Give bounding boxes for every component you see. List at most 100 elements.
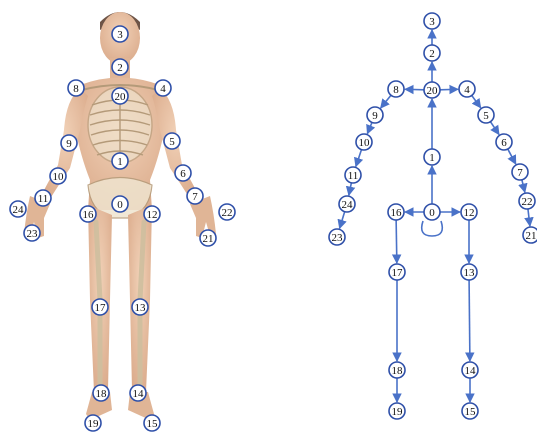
graph-edge-6-7 bbox=[508, 149, 516, 164]
graph-joint-24: 24 bbox=[339, 196, 355, 212]
graph-joint-22: 22 bbox=[519, 193, 535, 209]
body-joint-label-17: 17 bbox=[95, 302, 107, 314]
graph-joint-label-17: 17 bbox=[392, 267, 404, 279]
body-joint-12: 12 bbox=[144, 206, 160, 222]
graph-joint-0: 0 bbox=[424, 204, 440, 220]
body-joint-label-16: 16 bbox=[83, 209, 95, 221]
graph-joint-label-8: 8 bbox=[393, 84, 399, 96]
body-joint-11: 11 bbox=[35, 190, 51, 206]
graph-joint-label-24: 24 bbox=[342, 199, 354, 211]
graph-joint-label-21: 21 bbox=[526, 230, 537, 242]
body-joint-20: 20 bbox=[112, 88, 128, 104]
skeleton-graph-nodes: 0123456789101112131415161718192021222324 bbox=[329, 13, 537, 419]
graph-edge-9-10 bbox=[367, 122, 372, 133]
graph-edge-11-24 bbox=[349, 183, 352, 195]
body-joint-label-5: 5 bbox=[169, 136, 175, 148]
body-joint-label-13: 13 bbox=[135, 302, 147, 314]
graph-joint-12: 12 bbox=[461, 204, 477, 220]
graph-joint-label-20: 20 bbox=[427, 85, 439, 97]
graph-edge-16-17 bbox=[396, 220, 397, 263]
graph-joint-label-12: 12 bbox=[464, 207, 475, 219]
graph-edge-24-23 bbox=[340, 212, 345, 229]
graph-joint-10: 10 bbox=[356, 134, 372, 150]
body-joint-9: 9 bbox=[61, 135, 77, 151]
graph-joint-label-9: 9 bbox=[372, 110, 378, 122]
graph-joint-23: 23 bbox=[329, 229, 345, 245]
body-joint-label-6: 6 bbox=[180, 168, 186, 180]
body-joint-label-10: 10 bbox=[53, 171, 65, 183]
body-joint-label-15: 15 bbox=[147, 418, 159, 430]
graph-joint-3: 3 bbox=[424, 13, 440, 29]
body-joint-24: 24 bbox=[10, 201, 26, 217]
graph-joint-14: 14 bbox=[462, 362, 478, 378]
graph-joint-label-23: 23 bbox=[332, 232, 344, 244]
body-joint-label-4: 4 bbox=[160, 83, 166, 95]
body-joint-2: 2 bbox=[112, 59, 128, 75]
body-joint-label-19: 19 bbox=[88, 418, 100, 430]
graph-joint-label-0: 0 bbox=[429, 207, 435, 219]
graph-joint-15: 15 bbox=[462, 403, 478, 419]
graph-joint-label-3: 3 bbox=[429, 16, 435, 28]
body-joint-22: 22 bbox=[219, 204, 235, 220]
body-joint-23: 23 bbox=[24, 225, 40, 241]
body-joint-label-2: 2 bbox=[117, 62, 123, 74]
body-joint-6: 6 bbox=[175, 165, 191, 181]
graph-joint-19: 19 bbox=[389, 403, 405, 419]
graph-joint-7: 7 bbox=[512, 164, 528, 180]
body-joint-label-23: 23 bbox=[27, 228, 39, 240]
graph-joint-1: 1 bbox=[424, 149, 440, 165]
body-joint-label-1: 1 bbox=[117, 156, 123, 168]
self-loop-edge-0 bbox=[422, 221, 443, 236]
body-joint-label-12: 12 bbox=[147, 209, 158, 221]
graph-joint-6: 6 bbox=[496, 134, 512, 150]
graph-edge-5-6 bbox=[490, 122, 499, 135]
body-joint-label-21: 21 bbox=[203, 233, 214, 245]
body-joint-3: 3 bbox=[112, 26, 128, 42]
graph-joint-label-22: 22 bbox=[522, 196, 533, 208]
body-joint-10: 10 bbox=[50, 168, 66, 184]
graph-joint-label-4: 4 bbox=[464, 84, 470, 96]
body-joint-13: 13 bbox=[132, 299, 148, 315]
graph-edge-7-22 bbox=[522, 180, 525, 192]
graph-joint-9: 9 bbox=[367, 107, 383, 123]
body-joint-8: 8 bbox=[68, 80, 84, 96]
graph-joint-21: 21 bbox=[523, 227, 537, 243]
body-joint-18: 18 bbox=[93, 385, 109, 401]
graph-joint-label-13: 13 bbox=[464, 267, 476, 279]
body-joint-14: 14 bbox=[130, 385, 146, 401]
body-joint-label-22: 22 bbox=[222, 207, 233, 219]
graph-joint-label-10: 10 bbox=[359, 137, 371, 149]
body-joint-0: 0 bbox=[112, 196, 128, 212]
body-joint-19: 19 bbox=[85, 415, 101, 431]
graph-joint-label-14: 14 bbox=[465, 365, 477, 377]
graph-joint-label-19: 19 bbox=[392, 406, 404, 418]
graph-edge-13-14 bbox=[469, 280, 470, 361]
body-joint-15: 15 bbox=[144, 415, 160, 431]
graph-edge-20-8 bbox=[405, 89, 424, 90]
body-joint-17: 17 bbox=[92, 299, 108, 315]
body-joint-label-8: 8 bbox=[73, 83, 79, 95]
graph-edge-10-11 bbox=[356, 150, 362, 167]
graph-joint-13: 13 bbox=[461, 264, 477, 280]
body-joint-4: 4 bbox=[155, 80, 171, 96]
graph-edge-20-4 bbox=[440, 89, 458, 90]
graph-joint-label-1: 1 bbox=[429, 152, 435, 164]
graph-joint-4: 4 bbox=[459, 81, 475, 97]
body-joint-label-3: 3 bbox=[117, 29, 123, 41]
body-joint-label-20: 20 bbox=[115, 91, 127, 103]
body-joint-7: 7 bbox=[187, 188, 203, 204]
graph-joint-11: 11 bbox=[345, 167, 361, 183]
graph-edge-22-21 bbox=[528, 209, 530, 226]
graph-edge-8-9 bbox=[381, 95, 391, 108]
graph-joint-5: 5 bbox=[478, 107, 494, 123]
body-joint-label-24: 24 bbox=[13, 204, 25, 216]
body-joint-5: 5 bbox=[164, 133, 180, 149]
graph-joint-17: 17 bbox=[389, 264, 405, 280]
graph-joint-label-5: 5 bbox=[483, 110, 489, 122]
graph-joint-20: 20 bbox=[424, 82, 440, 98]
body-joint-label-0: 0 bbox=[117, 199, 123, 211]
body-joint-21: 21 bbox=[200, 230, 216, 246]
graph-joint-2: 2 bbox=[424, 45, 440, 61]
body-joint-label-9: 9 bbox=[66, 138, 72, 150]
